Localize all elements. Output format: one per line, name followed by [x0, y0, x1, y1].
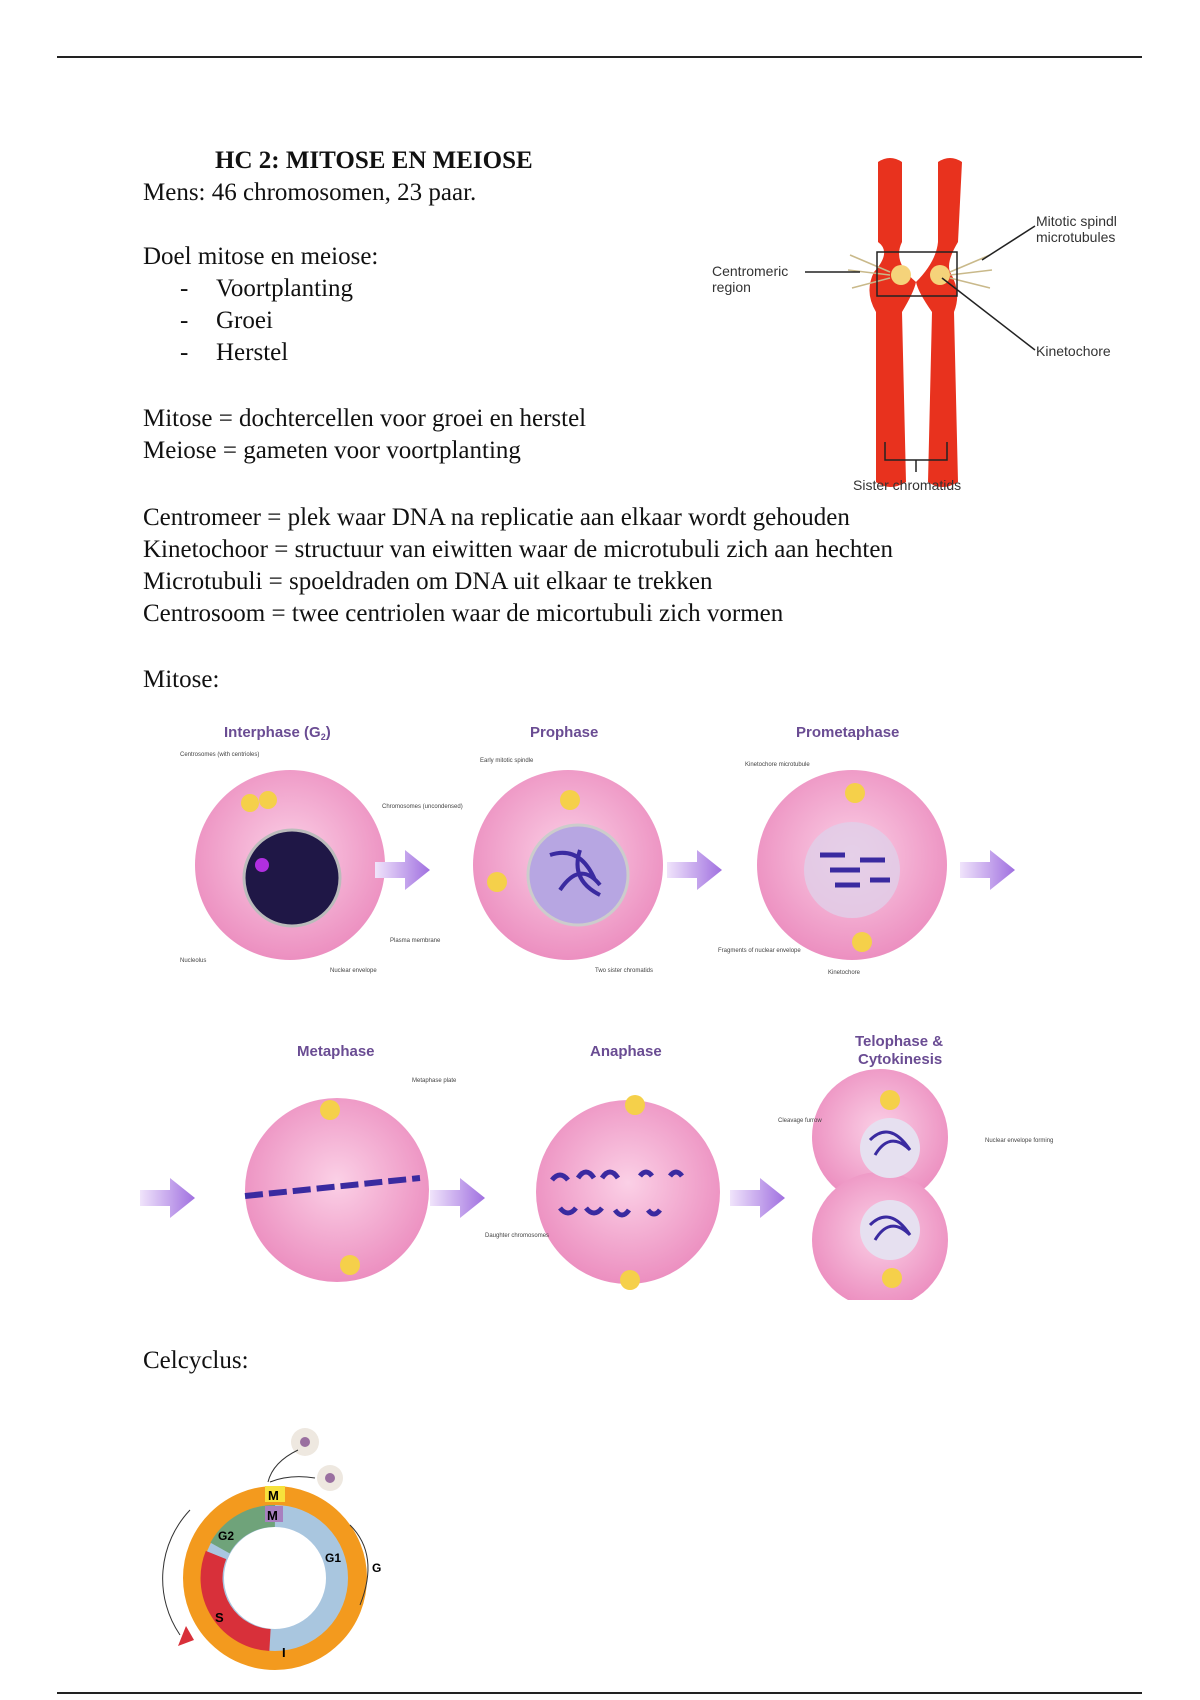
label-fragments: Fragments of nuclear envelope: [718, 948, 801, 954]
sister-chromatids-label: Sister chromatids: [853, 477, 961, 493]
phase-g0: G: [372, 1561, 381, 1575]
phase-interphase: Interphase (G2): [224, 724, 331, 742]
centromeric-label-2: region: [712, 279, 751, 295]
label-centrosomes: Centrosomes (with centrioles): [180, 752, 259, 758]
label-cleavage-furrow: Cleavage furrow: [778, 1118, 822, 1124]
intro-text: Mens: 46 chromosomen, 23 paar.: [143, 179, 477, 206]
definition: Centrosoom = twee centriolen waar de mic…: [143, 600, 784, 627]
centromeric-label: Centromeric: [712, 263, 788, 279]
phase-g1: G1: [325, 1551, 341, 1565]
definition: Centromeer = plek waar DNA na replicatie…: [143, 504, 850, 531]
phase-cytokinesis: Cytokinesis: [858, 1051, 942, 1068]
definition: Microtubuli = spoeldraden om DNA uit elk…: [143, 568, 713, 595]
list-item: Groei: [216, 307, 273, 334]
mitosis-figure: Interphase (G2) Prophase Prometaphase Ce…: [140, 724, 1053, 1300]
label-kinetochore-microtubule: Kinetochore microtubule: [745, 762, 810, 768]
bullet: -: [180, 275, 189, 302]
definition: Mitose = dochtercellen voor groei en her…: [143, 405, 587, 432]
list-item: Herstel: [216, 339, 289, 366]
doel-heading: Doel mitose en meiose:: [143, 243, 379, 270]
label-daughter-chromosomes: Daughter chromosomes: [485, 1233, 549, 1239]
bullet: -: [180, 339, 189, 366]
label-chromosomes: Chromosomes (uncondensed): [382, 804, 463, 810]
definition: Meiose = gameten voor voortplanting: [143, 437, 521, 464]
phase-prometaphase: Prometaphase: [796, 724, 899, 741]
list-item: Voortplanting: [216, 275, 354, 302]
label-nucleolus: Nucleolus: [180, 958, 206, 964]
phase-anaphase: Anaphase: [590, 1043, 662, 1060]
phase-metaphase: Metaphase: [297, 1043, 375, 1060]
label-ne-forming: Nuclear envelope forming: [985, 1138, 1053, 1144]
definition: Kinetochoor = structuur van eiwitten waa…: [143, 536, 893, 563]
label-plasma-membrane: Plasma membrane: [390, 938, 441, 944]
cell-cycle-figure: M M G2 G1 G S I: [162, 1428, 381, 1670]
header-rule: [57, 56, 1142, 58]
footer-rule: [57, 1692, 1142, 1694]
spindle-label: Mitotic spindl: [1036, 213, 1117, 229]
label-metaphase-plate: Metaphase plate: [412, 1078, 457, 1084]
spindle-label-2: microtubules: [1036, 229, 1115, 245]
label-sister-chromatids: Two sister chromatids: [595, 968, 653, 974]
phase-m-inner: M: [267, 1508, 278, 1523]
phase-prophase: Prophase: [530, 724, 598, 741]
bullet: -: [180, 307, 189, 334]
mitose-heading: Mitose:: [143, 666, 220, 693]
phase-telophase: Telophase &: [855, 1033, 943, 1050]
label-kinetochore: Kinetochore: [828, 970, 861, 976]
label-early-spindle: Early mitotic spindle: [480, 758, 534, 764]
label-nuclear-envelope: Nuclear envelope: [330, 968, 377, 974]
page-title: HC 2: MITOSE EN MEIOSE: [215, 147, 533, 174]
phase-s: S: [215, 1610, 224, 1625]
kinetochore-label: Kinetochore: [1036, 343, 1111, 359]
phase-g2: G2: [218, 1529, 234, 1543]
celcyclus-heading: Celcyclus:: [143, 1347, 249, 1374]
phase-interphase: I: [282, 1645, 286, 1660]
chromosome-figure: Centromeric region Mitotic spindl microt…: [712, 158, 1117, 493]
phase-m-outer: M: [268, 1488, 279, 1503]
